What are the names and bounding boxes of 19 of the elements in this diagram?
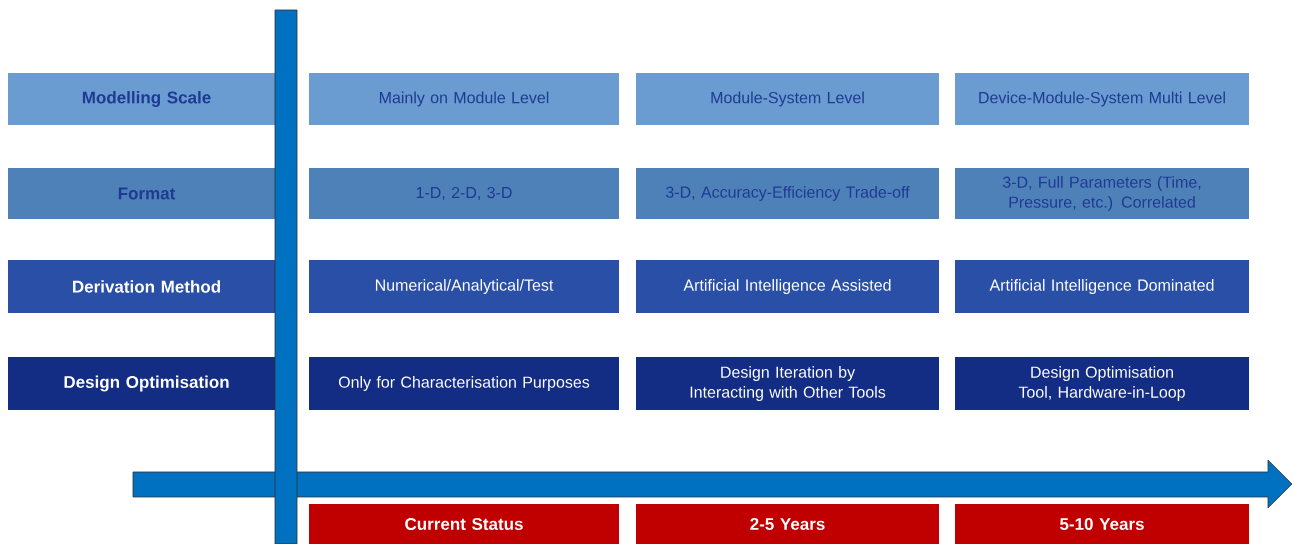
cell-box: Only for Characterisation Purposes: [309, 357, 619, 410]
timeline-box: 5-10 Years: [955, 504, 1249, 544]
cell-box: 3-D, Full Parameters (Time, Pressure, etc.) Correlated: [955, 168, 1249, 219]
timeline-box: Current Status: [309, 504, 619, 544]
cell-box: Device-Module-System Multi Level: [955, 73, 1249, 125]
cell-box: Module-System Level: [636, 73, 939, 125]
cell-box: Mainly on Module Level: [309, 73, 619, 125]
cell-box: Artificial Intelligence Assisted: [636, 260, 939, 313]
category-box: Derivation Method: [8, 260, 285, 313]
category-box: Format: [8, 168, 285, 219]
cell-box: 3-D, Accuracy-Efficiency Trade-off: [636, 168, 939, 219]
category-box: Modelling Scale: [8, 73, 285, 125]
cell-box: Artificial Intelligence Dominated: [955, 260, 1249, 313]
cell-box: Design Optimisation Tool, Hardware-in-Loop: [955, 357, 1249, 410]
category-box: Design Optimisation: [8, 357, 285, 410]
timeline-box: 2-5 Years: [636, 504, 939, 544]
cell-box: 1-D, 2-D, 3-D: [309, 168, 619, 219]
cell-box: Design Iteration by Interacting with Other Tools: [636, 357, 939, 410]
cell-box: Numerical/Analytical/Test: [309, 260, 619, 313]
